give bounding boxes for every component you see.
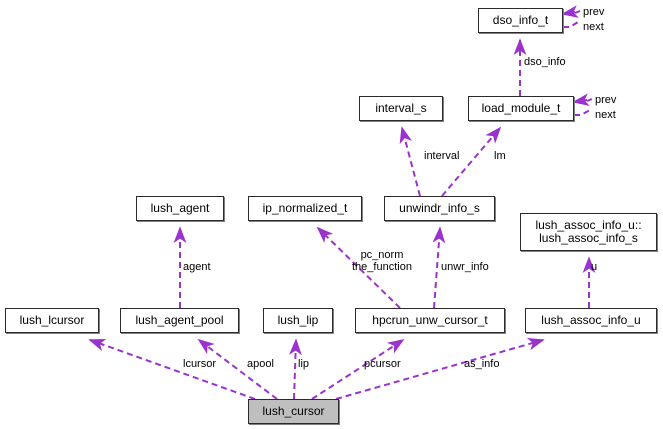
edge-label-next-dso: next xyxy=(583,21,604,33)
node-lush-assoc-info-u[interactable]: lush_assoc_info_u xyxy=(525,308,657,333)
node-lush-assoc-info-u-lush-assoc-info-s[interactable]: lush_assoc_info_u:: lush_assoc_info_s xyxy=(520,213,657,251)
edge-dso-prev xyxy=(561,5,579,18)
node-lush-lip[interactable]: lush_lip xyxy=(263,308,333,333)
edge-dso-prev-tail xyxy=(574,10,581,14)
node-label: dso_info_t xyxy=(492,13,549,27)
node-label: load_module_t xyxy=(481,101,561,115)
edge-dso-next xyxy=(563,21,579,28)
edge-cursor-lcursor xyxy=(88,339,256,400)
edge-label-pcursor: pcursor xyxy=(364,358,401,370)
edge-hpcrun-ipnorm xyxy=(316,226,401,309)
edge-cursor-asinfo xyxy=(335,337,545,400)
edge-label-the-function: the_function xyxy=(352,261,412,273)
node-label: hpcrun_unw_cursor_t xyxy=(372,313,488,327)
edge-label-next-loadmodule: next xyxy=(595,109,616,121)
node-interval-s[interactable]: interval_s xyxy=(359,96,443,121)
edge-unwindr-lm xyxy=(441,126,502,197)
edge-label-prev-dso: prev xyxy=(583,6,605,18)
edge-label-prev-loadmodule: prev xyxy=(595,94,617,106)
edge-label-lcursor: lcursor xyxy=(183,358,217,370)
edge-label-lm: lm xyxy=(494,150,506,162)
edge-unwindr-interval xyxy=(399,126,421,197)
edge-label-pc-norm-the-function: pc_norm the_function xyxy=(352,249,412,273)
node-load-module-t[interactable]: load_module_t xyxy=(468,96,574,121)
node-label: ip_normalized_t xyxy=(262,201,348,215)
edge-label-interval: interval xyxy=(424,150,460,162)
node-label: lush_lcursor xyxy=(19,313,85,327)
node-label: lush_cursor xyxy=(262,404,325,418)
node-label: lush_agent xyxy=(150,201,210,215)
node-lush-cursor[interactable]: lush_cursor xyxy=(248,399,339,424)
edge-cursor-lip xyxy=(289,338,302,400)
node-label: lush_assoc_info_u xyxy=(541,313,641,327)
node-unwindr-info-s[interactable]: unwindr_info_s xyxy=(384,196,495,221)
edge-label-lip: lip xyxy=(298,358,310,370)
node-label: lush_agent_pool xyxy=(135,313,224,327)
node-lush-lcursor[interactable]: lush_lcursor xyxy=(5,308,99,333)
node-lush-agent[interactable]: lush_agent xyxy=(136,196,224,221)
edge-label-agent: agent xyxy=(183,261,211,273)
node-label: interval_s xyxy=(375,101,427,115)
node-label-line1: lush_assoc_info_u:: xyxy=(535,218,642,232)
node-ip-normalized-t[interactable]: ip_normalized_t xyxy=(248,196,362,221)
edge-label-u: u xyxy=(591,261,598,273)
edge-loadmodule-prev-tail xyxy=(586,98,593,102)
node-dso-info-t[interactable]: dso_info_t xyxy=(478,8,563,33)
node-lush-agent-pool[interactable]: lush_agent_pool xyxy=(120,308,239,333)
edge-loadmodule-prev xyxy=(572,93,590,107)
node-label-line2: lush_assoc_info_s xyxy=(539,231,638,245)
edge-label-unwr-info: unwr_info xyxy=(441,261,489,273)
edge-label-apool: apool xyxy=(247,358,274,370)
node-label: unwindr_info_s xyxy=(399,201,480,215)
edge-cursor-pcursor xyxy=(311,339,405,400)
node-label: lush_lip xyxy=(277,313,319,327)
edge-hpcrun-unwrinfo xyxy=(432,226,446,309)
edge-loadmodule-next xyxy=(574,109,591,116)
node-hpcrun-unw-cursor-t[interactable]: hpcrun_unw_cursor_t xyxy=(355,308,505,333)
edge-label-as-info: as_info xyxy=(464,358,500,370)
edge-label-pc-norm: pc_norm xyxy=(360,249,404,261)
edge-label-dso-info: dso_info xyxy=(524,56,566,68)
edge-cursor-apool xyxy=(197,338,278,400)
